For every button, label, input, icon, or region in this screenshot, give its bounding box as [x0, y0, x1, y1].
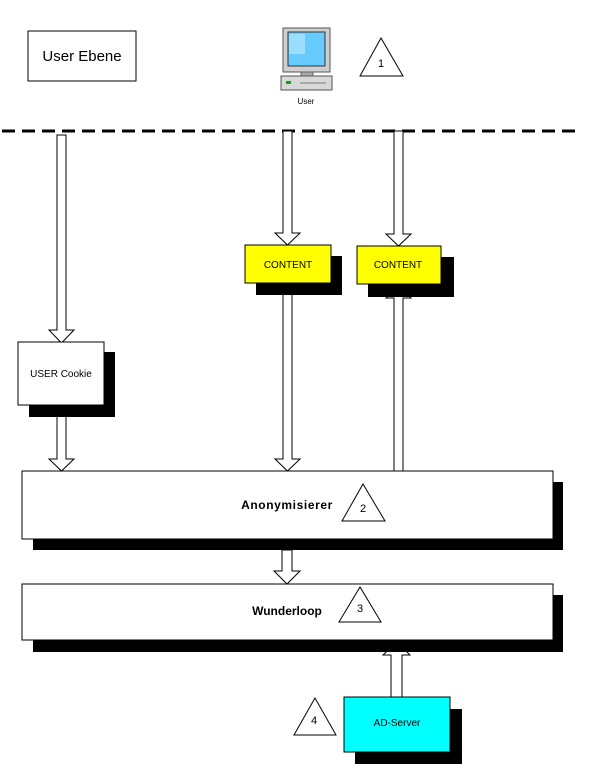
marker-2-label: 2 — [360, 503, 366, 515]
wunderloop-box: Wunderloop — [21, 583, 563, 652]
ad-server-label: AD-Server — [374, 718, 421, 729]
arrow-to-content-right — [384, 130, 413, 247]
user-cookie-box: USER Cookie — [17, 341, 115, 417]
wunderloop-label: Wunderloop — [252, 604, 322, 618]
arrow-anonymisierer-to-content — [384, 284, 413, 472]
arrow-to-content-left — [273, 130, 302, 246]
computer-label: User — [298, 97, 315, 106]
arrow-to-user-cookie — [47, 134, 76, 344]
user-ebene-box: User Ebene — [27, 30, 137, 82]
anonymisierer-label: Anonymisierer — [241, 498, 333, 512]
content-left-label: CONTENT — [264, 260, 312, 271]
ad-server-box: AD-Server — [343, 696, 462, 764]
content-right-box: CONTENT — [356, 245, 454, 297]
user-cookie-label: USER Cookie — [30, 369, 92, 380]
user-ebene-label: User Ebene — [42, 48, 121, 65]
marker-1-triangle: 1 — [359, 36, 404, 77]
marker-3-triangle: 3 — [338, 586, 382, 623]
marker-1-label: 1 — [378, 58, 384, 70]
marker-3-label: 3 — [357, 603, 363, 615]
marker-2-triangle: 2 — [341, 483, 386, 522]
anonymisierer-box: Anonymisierer — [21, 470, 563, 550]
marker-4-label: 4 — [311, 715, 317, 727]
content-left-box: CONTENT — [244, 244, 342, 295]
computer-icon — [280, 27, 333, 91]
marker-4-triangle: 4 — [293, 696, 337, 736]
arrow-anonymisierer-to-wunderloop — [272, 549, 302, 585]
arrow-content-to-anonymisierer — [273, 282, 302, 472]
content-right-label: CONTENT — [374, 260, 422, 271]
